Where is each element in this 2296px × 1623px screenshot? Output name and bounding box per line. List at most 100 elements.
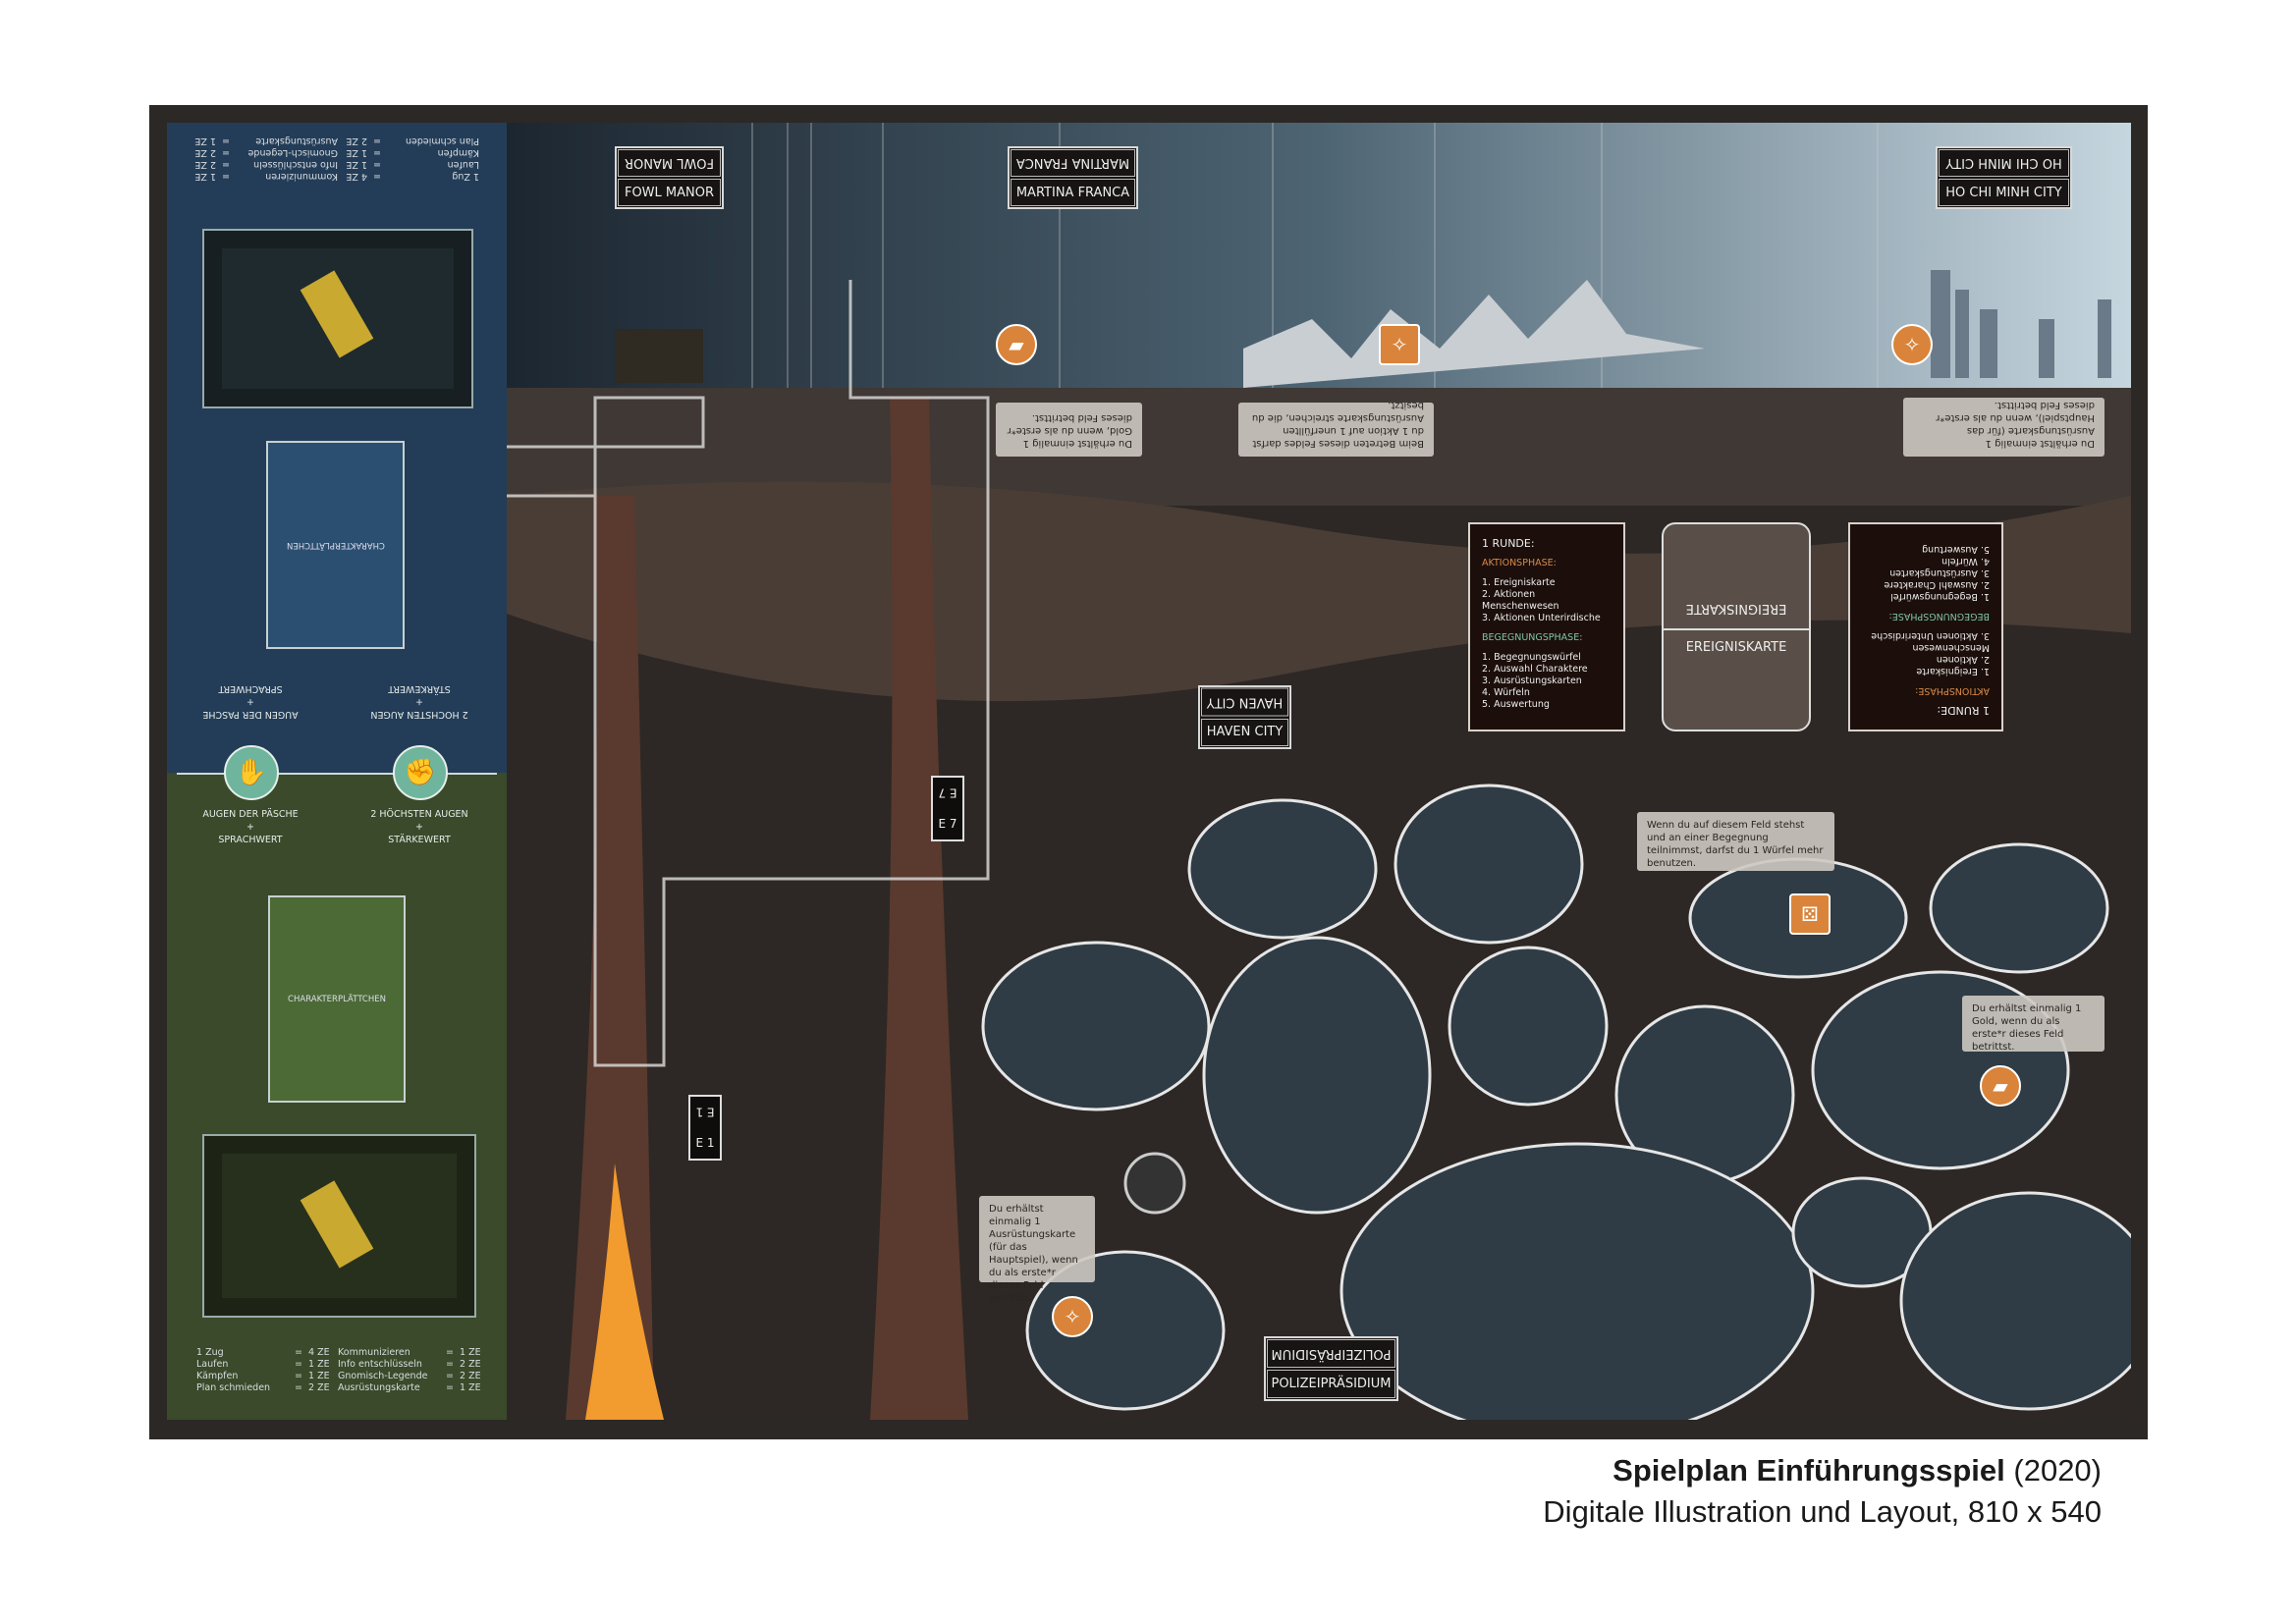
- rule-label: Plan schmieden: [405, 135, 479, 146]
- note-beim-betreten-flipped: Beim Betreten dieses Feldes darfst du 1 …: [1238, 400, 1434, 457]
- gold-token-icon: ▰: [996, 324, 1037, 365]
- rule-cost: 4 ZE: [308, 1347, 330, 1358]
- rule-cost: 1 ZE: [346, 147, 367, 158]
- equals: =: [373, 159, 381, 170]
- caption-year: (2020): [2013, 1453, 2102, 1488]
- skyline: [1931, 270, 2111, 378]
- equals: =: [373, 135, 381, 146]
- equals: =: [222, 171, 230, 182]
- equals: =: [295, 1359, 302, 1370]
- rule-label: Info entschlüsseln: [253, 159, 338, 170]
- open-hand-icon: ✋: [224, 745, 279, 800]
- rule-cost: 1 ZE: [308, 1359, 330, 1370]
- equals: =: [446, 1382, 454, 1393]
- dice-icon: ⚄: [1789, 893, 1831, 935]
- rule-label: Gnomisch-Legende: [338, 1371, 428, 1381]
- gold-bar-icon: [300, 270, 374, 358]
- rule-cost: 2 ZE: [460, 1371, 481, 1381]
- rule-cost: 2 ZE: [308, 1382, 330, 1393]
- equals: =: [295, 1371, 302, 1381]
- rule-label: Laufen: [196, 1359, 229, 1370]
- equals: =: [222, 159, 230, 170]
- manor: [615, 329, 703, 383]
- equals: =: [446, 1347, 454, 1358]
- mountains: [1243, 280, 1705, 388]
- note-ausruestung-flipped: Du erhältst einmalig 1 Ausrüstungskarte …: [1903, 398, 2105, 457]
- rules-table-flipped: 1 Zug = 4 ZE Kommunizieren = 1 ZE Laufen = 1 ZE…: [187, 135, 479, 182]
- tunnel-path: [507, 280, 990, 1067]
- rule-cost: 4 ZE: [346, 171, 367, 182]
- player-panel-top: 1 Zug = 4 ZE Kommunizieren = 1 ZE Laufen = 1 ZE…: [167, 123, 507, 773]
- equals: =: [373, 147, 381, 158]
- gold-tray[interactable]: [202, 1134, 476, 1318]
- tree-trunk: [870, 398, 968, 1420]
- gold-token-icon: ▰: [1980, 1065, 2021, 1107]
- caption-subtitle: Digitale Illustration und Layout, 810 x …: [1543, 1494, 2102, 1529]
- event-card-slot[interactable]: EREIGNISKARTE EREIGNISKARTE: [1662, 522, 1811, 731]
- cave-fields: [981, 784, 2131, 1420]
- note-gold-flipped: Du erhältst einmalig 1 Gold, wenn du als…: [996, 403, 1142, 457]
- rule-label: Info entschlüsseln: [338, 1359, 422, 1370]
- strength-rule-flipped: 2 HÖCHSTEN AUGEN+STÄRKEWERT: [370, 683, 468, 720]
- rule-cost: 2 ZE: [194, 147, 216, 158]
- rule-cost: 1 ZE: [346, 159, 367, 170]
- caption: Spielplan Einführungsspiel (2020) Digita…: [1543, 1453, 2102, 1530]
- rule-cost: 1 ZE: [308, 1371, 330, 1381]
- speech-rule-flipped: AUGEN DER PÄSCHE+SPRACHWERT: [202, 683, 299, 720]
- note-ausruestung: Du erhältst einmalig 1 Ausrüstungskarte …: [979, 1196, 1095, 1304]
- panel-dividers: [751, 123, 1879, 388]
- rule-label: Kommunizieren: [265, 171, 338, 182]
- rule-label: Laufen: [447, 159, 479, 170]
- equals: =: [295, 1347, 302, 1358]
- character-tile-label: CHARAKTERPLÄTTCHEN: [286, 540, 385, 550]
- fist-icon: ✊: [393, 745, 448, 800]
- rule-label: Gnomisch-Legende: [247, 147, 338, 158]
- rule-cost: 1 ZE: [194, 135, 216, 146]
- note-begegnung: Wenn du auf diesem Feld stehst und an ei…: [1637, 812, 1834, 871]
- rule-cost: 2 ZE: [194, 159, 216, 170]
- rule-label: Ausrüstungskarte: [338, 1382, 420, 1393]
- equals: =: [295, 1382, 302, 1393]
- rule-label: 1 Zug: [196, 1347, 224, 1358]
- map-illustration: [507, 123, 2131, 1420]
- equipment-token-icon: ✧: [1379, 324, 1420, 365]
- speech-rule: AUGEN DER PÄSCHE+SPRACHWERT: [202, 809, 299, 845]
- equals: =: [446, 1359, 454, 1370]
- tree-trunk: [566, 496, 654, 1420]
- rule-label: Kämpfen: [196, 1371, 239, 1381]
- rule-cost: 1 ZE: [194, 171, 216, 182]
- rules-table: 1 Zug = 4 ZE Kommunizieren = 1 ZE Laufen = 1 ZE…: [196, 1347, 489, 1394]
- rule-label: 1 Zug: [452, 171, 479, 182]
- lava: [585, 1163, 664, 1420]
- equals: =: [446, 1371, 454, 1381]
- rule-label: Plan schmieden: [196, 1382, 271, 1393]
- rule-cost: 2 ZE: [346, 135, 367, 146]
- roundabout: [1123, 1152, 1186, 1215]
- rule-cost: 1 ZE: [460, 1382, 481, 1393]
- gold-tray[interactable]: [202, 229, 473, 408]
- equals: =: [373, 171, 381, 182]
- rule-label: Kommunizieren: [338, 1347, 410, 1358]
- strength-rule: 2 HÖCHSTEN AUGEN+STÄRKEWERT: [370, 809, 468, 845]
- character-tile-label: CHARAKTERPLÄTTCHEN: [288, 994, 386, 1004]
- character-tile-slot[interactable]: CHARAKTERPLÄTTCHEN: [268, 895, 406, 1103]
- note-gold: Du erhältst einmalig 1 Gold, wenn du als…: [1962, 996, 2105, 1053]
- character-tile-slot[interactable]: CHARAKTERPLÄTTCHEN: [266, 441, 405, 649]
- rule-label: Kämpfen: [437, 147, 479, 158]
- rule-label: Ausrüstungskarte: [255, 135, 338, 146]
- rule-cost: 2 ZE: [460, 1359, 481, 1370]
- equipment-token-icon: ✧: [1052, 1296, 1093, 1337]
- divider: [177, 773, 497, 775]
- equals: =: [222, 147, 230, 158]
- rule-cost: 1 ZE: [460, 1347, 481, 1358]
